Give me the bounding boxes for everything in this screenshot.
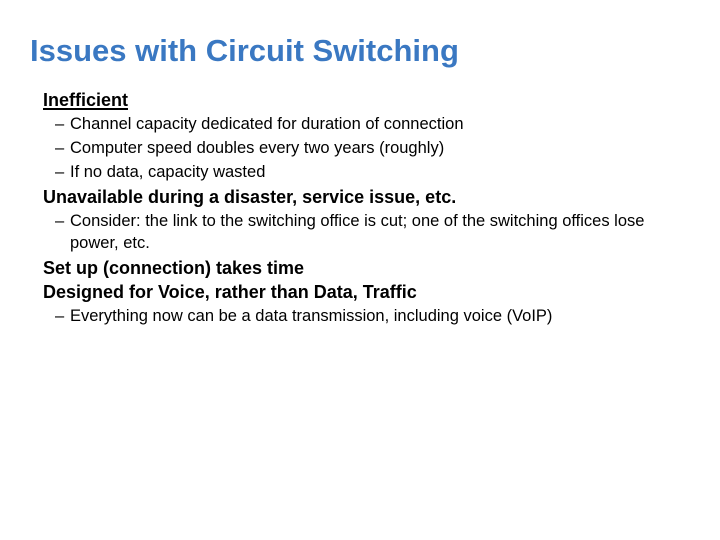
heading-unavailable: Unavailable during a disaster, service i…	[43, 187, 457, 207]
bullet-dash: –	[55, 212, 65, 230]
bullet-text: If no data, capacity wasted	[70, 163, 266, 181]
bullet-item: – Everything now can be a data transmiss…	[43, 305, 683, 327]
heading-designed-for-voice: Designed for Voice, rather than Data, Tr…	[43, 282, 417, 302]
bullet-text: Computer speed doubles every two years (…	[70, 139, 445, 157]
bullet-dash: –	[55, 307, 65, 325]
slide-title: Issues with Circuit Switching	[30, 33, 459, 68]
slide-body: Inefficient – Channel capacity dedicated…	[43, 88, 683, 329]
bullet-item: – If no data, capacity wasted	[43, 161, 683, 183]
bullet-text: Consider: the link to the switching offi…	[70, 212, 645, 252]
bullet-dash: –	[55, 115, 65, 133]
bullet-dash: –	[55, 139, 65, 157]
bullet-item: – Consider: the link to the switching of…	[43, 210, 683, 254]
bullet-text: Channel capacity dedicated for duration …	[70, 115, 464, 133]
bullet-item: – Channel capacity dedicated for duratio…	[43, 113, 683, 135]
bullet-dash: –	[55, 163, 65, 181]
bullet-text: Everything now can be a data transmissio…	[70, 307, 553, 325]
heading-setup-time: Set up (connection) takes time	[43, 258, 305, 278]
heading-inefficient: Inefficient	[43, 90, 129, 110]
bullet-item: – Computer speed doubles every two years…	[43, 137, 683, 159]
